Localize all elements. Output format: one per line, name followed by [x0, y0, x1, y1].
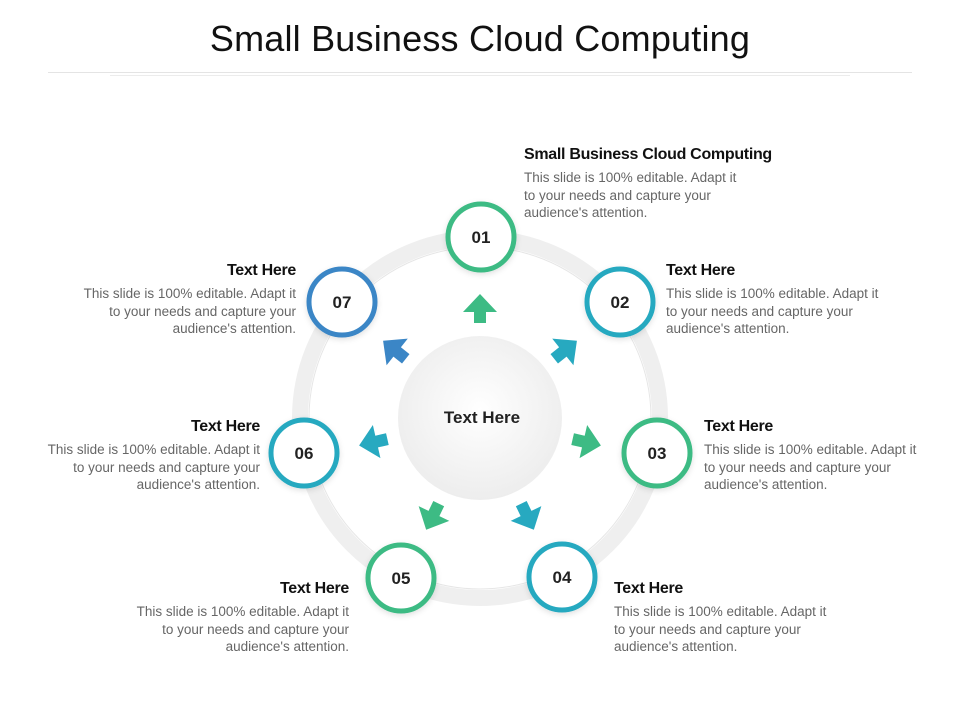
arrow-01: [463, 294, 497, 323]
text-block-02-body: This slide is 100% editable. Adapt it to…: [666, 286, 879, 336]
node-ring-01: [445, 201, 517, 273]
node-01: 01: [445, 201, 517, 273]
text-block-04-heading: Text Here: [614, 580, 684, 597]
arrow-06: [359, 424, 389, 459]
arrows-layer: [359, 294, 601, 530]
text-block-05-heading: Text Here: [279, 580, 349, 597]
text-block-01-body: This slide is 100% editable. Adapt it to…: [524, 170, 737, 220]
arrow-shape: [463, 294, 497, 323]
node-number-01: 01: [472, 228, 491, 247]
node-ring-07: [306, 266, 378, 338]
text-block-03: Text Here This slide is 100% editable. A…: [704, 418, 929, 494]
node-number-07: 07: [333, 293, 352, 312]
node-07: 07: [306, 266, 378, 338]
arrow-03: [571, 424, 601, 459]
text-block-01: Small Business Cloud Computing This slid…: [524, 146, 844, 222]
text-block-03-body: This slide is 100% editable. Adapt it to…: [704, 442, 917, 492]
text-block-07-heading: Text Here: [226, 262, 296, 279]
node-ring-02: [584, 266, 656, 338]
node-number-06: 06: [295, 444, 314, 463]
node-number-02: 02: [611, 293, 630, 312]
center-label: Text Here: [444, 408, 520, 427]
text-block-03-heading: Text Here: [704, 418, 774, 435]
center-circle: [398, 336, 562, 500]
node-ring-04: [526, 541, 598, 613]
text-block-04: Text Here This slide is 100% editable. A…: [614, 580, 839, 656]
text-block-01-heading: Small Business Cloud Computing: [524, 146, 772, 163]
arrow-shape: [359, 424, 389, 459]
node-04: 04: [526, 541, 598, 613]
node-ring-05: [365, 542, 437, 614]
text-block-06: Text Here This slide is 100% editable. A…: [35, 418, 261, 494]
node-number-05: 05: [392, 569, 411, 588]
node-number-04: 04: [553, 568, 572, 587]
text-block-05-body: This slide is 100% editable. Adapt it to…: [136, 604, 349, 654]
text-block-07-body: This slide is 100% editable. Adapt it to…: [83, 286, 296, 336]
text-block-02: Text Here This slide is 100% editable. A…: [666, 262, 891, 338]
arrow-07: [383, 338, 410, 366]
text-block-06-heading: Text Here: [190, 418, 260, 435]
arrow-shape: [383, 338, 410, 366]
title-divider-shadow: [110, 75, 850, 76]
text-block-06-body: This slide is 100% editable. Adapt it to…: [47, 442, 260, 492]
arrow-04: [510, 500, 542, 530]
text-block-05: Text Here This slide is 100% editable. A…: [124, 580, 350, 656]
arrow-02: [550, 338, 577, 366]
node-05: 05: [365, 542, 437, 614]
arrow-shape: [510, 500, 542, 530]
arrow-shape: [418, 500, 450, 530]
title-divider: [48, 72, 912, 73]
node-ring-03: [621, 417, 693, 489]
text-block-04-body: This slide is 100% editable. Adapt it to…: [614, 604, 827, 654]
node-ring-06: [268, 417, 340, 489]
node-02: 02: [584, 266, 656, 338]
page-title: Small Business Cloud Computing: [209, 18, 751, 59]
node-06: 06: [268, 417, 340, 489]
text-block-07: Text Here This slide is 100% editable. A…: [71, 262, 297, 338]
node-number-03: 03: [648, 444, 667, 463]
arrow-05: [418, 500, 450, 530]
text-block-02-heading: Text Here: [666, 262, 736, 279]
node-03: 03: [621, 417, 693, 489]
arrow-shape: [550, 338, 577, 366]
arrow-shape: [571, 424, 601, 459]
